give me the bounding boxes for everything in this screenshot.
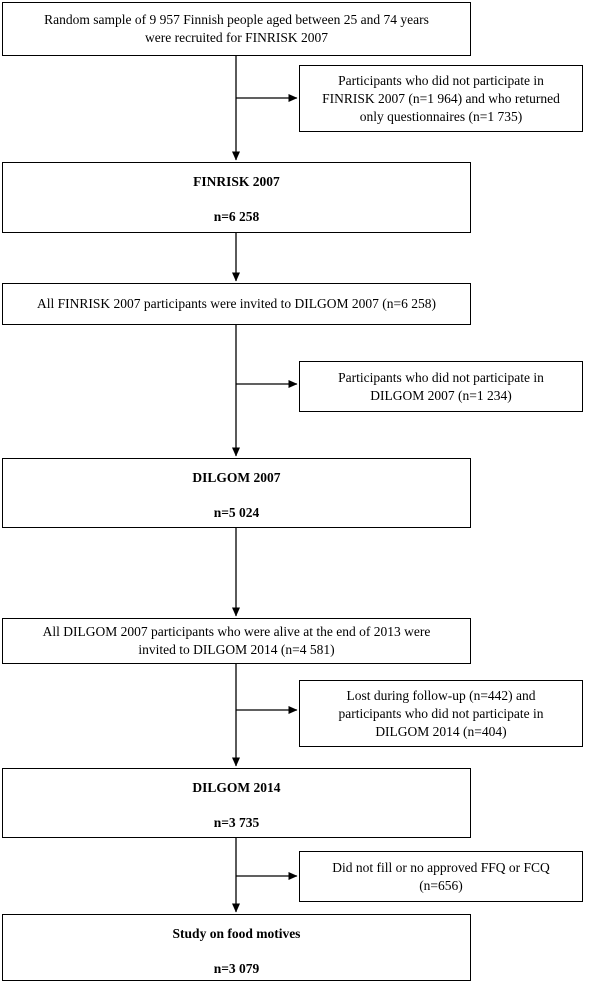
- invite-dilgom-2007-box: All FINRISK 2007 participants were invit…: [2, 283, 471, 325]
- invite-dilgom-2014-line1: All DILGOM 2007 participants who were al…: [42, 624, 431, 639]
- exclusion-finrisk-line2: FINRISK 2007 (n=1 964) and who returned: [322, 90, 560, 106]
- exclusion-ffq-line2: (n=656): [419, 877, 463, 893]
- finrisk-2007-box: FINRISK 2007 n=6 258: [2, 162, 471, 233]
- invite-dilgom-2007-text: All FINRISK 2007 participants were invit…: [36, 296, 437, 311]
- exclusion-dilgom-2014-box: Lost during follow-up (n=442) and partic…: [299, 680, 583, 747]
- study-food-motives-count: n=3 079: [213, 961, 260, 976]
- recruitment-box: Random sample of 9 957 Finnish people ag…: [2, 2, 471, 56]
- invite-dilgom-2014-box: All DILGOM 2007 participants who were al…: [2, 618, 471, 664]
- exclusion-dilgom-2007-line1: Participants who did not participate in: [338, 369, 544, 385]
- dilgom-2014-box: DILGOM 2014 n=3 735: [2, 768, 471, 838]
- invite-dilgom-2014-line2: invited to DILGOM 2014 (n=4 581): [138, 642, 335, 657]
- finrisk-2007-title: FINRISK 2007: [193, 174, 280, 189]
- study-food-motives-box: Study on food motives n=3 079: [2, 914, 471, 981]
- recruitment-text-line2: were recruited for FINRISK 2007: [145, 30, 328, 45]
- dilgom-2007-title: DILGOM 2007: [192, 470, 281, 485]
- exclusion-finrisk-line1: Participants who did not participate in: [338, 72, 544, 88]
- exclusion-finrisk-line3: only questionnaires (n=1 735): [359, 108, 523, 124]
- dilgom-2007-count: n=5 024: [213, 505, 260, 520]
- exclusion-ffq-line1: Did not fill or no approved FFQ or FCQ: [332, 859, 550, 875]
- exclusion-dilgom-2014-line2: participants who did not participate in: [338, 705, 544, 721]
- exclusion-dilgom-2014-line1: Lost during follow-up (n=442) and: [346, 687, 536, 703]
- dilgom-2014-title: DILGOM 2014: [192, 780, 281, 795]
- exclusion-dilgom-2014-line3: DILGOM 2014 (n=404): [375, 723, 507, 739]
- study-food-motives-title: Study on food motives: [172, 926, 301, 941]
- exclusion-dilgom-2007-line2: DILGOM 2007 (n=1 234): [370, 387, 512, 403]
- dilgom-2007-box: DILGOM 2007 n=5 024: [2, 458, 471, 528]
- recruitment-text-line1: Random sample of 9 957 Finnish people ag…: [44, 12, 429, 27]
- exclusion-dilgom-2007-box: Participants who did not participate in …: [299, 361, 583, 412]
- dilgom-2014-count: n=3 735: [213, 815, 260, 830]
- exclusion-ffq-box: Did not fill or no approved FFQ or FCQ (…: [299, 851, 583, 902]
- finrisk-2007-count: n=6 258: [213, 209, 260, 224]
- exclusion-finrisk-box: Participants who did not participate in …: [299, 65, 583, 132]
